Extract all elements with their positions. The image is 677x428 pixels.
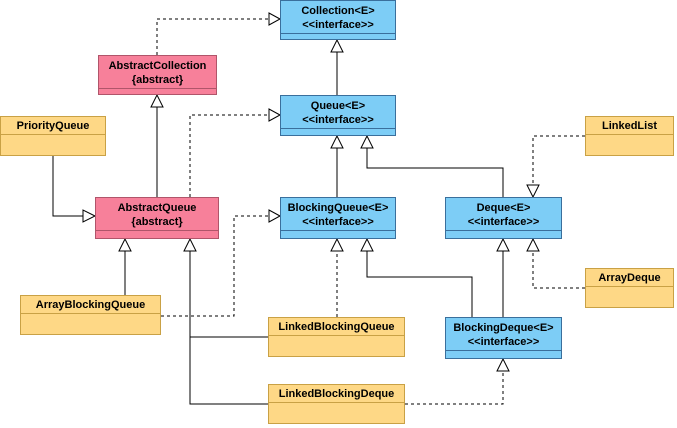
- class-name: BlockingQueue<E>: [287, 202, 389, 214]
- class-name: LinkedBlockingQueue: [278, 321, 395, 333]
- arrowhead-queue-left: [268, 108, 282, 122]
- compartment-divider: [21, 313, 160, 314]
- arrowhead-blockingqueue-bottom-b: [360, 237, 374, 252]
- compartment-divider: [586, 286, 673, 287]
- class-abstract-collection[interactable]: AbstractCollection {abstract}: [98, 55, 217, 95]
- arrowhead-abstractcollection-bottom: [150, 93, 164, 108]
- compartment-divider: [586, 134, 673, 135]
- compartment-divider: [446, 230, 561, 231]
- class-name: LinkedBlockingDeque: [278, 388, 395, 400]
- arrowhead-abstractqueue-left: [82, 209, 97, 223]
- arrowhead-abstractqueue-bottom-b: [183, 237, 197, 252]
- class-blocking-queue[interactable]: BlockingQueue<E> <<interface>>: [280, 197, 396, 239]
- arrowhead-collection-left: [268, 12, 282, 26]
- class-name: ArrayBlockingQueue: [35, 299, 146, 311]
- class-name: ArrayDeque: [598, 272, 661, 284]
- arrowhead-abstractqueue-bottom-a: [118, 237, 132, 252]
- edge-linkedblockingdeque-abstractqueue: [189, 337, 268, 405]
- compartment-divider: [281, 33, 395, 34]
- class-stereotype: <<interface>>: [467, 216, 540, 228]
- compartment-divider: [99, 88, 216, 89]
- compartment-divider: [269, 402, 404, 403]
- edge-abstractqueue-queue: [189, 114, 270, 197]
- edge-abstractcollection-collection: [156, 18, 270, 55]
- class-name: Queue<E>: [310, 100, 366, 112]
- arrowhead-deque-bottom-a: [496, 237, 510, 252]
- class-linked-list[interactable]: LinkedList: [585, 116, 674, 156]
- class-stereotype: {abstract}: [131, 216, 183, 228]
- compartment-divider: [269, 335, 404, 336]
- class-linked-blocking-queue[interactable]: LinkedBlockingQueue: [268, 317, 405, 357]
- compartment-divider: [281, 230, 395, 231]
- class-queue[interactable]: Queue<E> <<interface>>: [280, 95, 396, 136]
- arrowhead-blockingqueue-left: [268, 209, 282, 223]
- compartment-divider: [96, 230, 218, 231]
- class-stereotype: <<interface>>: [467, 336, 540, 348]
- arrowhead-deque-bottom-b: [526, 237, 540, 252]
- class-stereotype: <<interface>>: [302, 114, 374, 126]
- arrowhead-blockingqueue-bottom-a: [330, 237, 344, 252]
- class-stereotype: <<interface>>: [302, 216, 374, 228]
- edge-arrayblockingqueue-blockingqueue: [161, 215, 270, 317]
- class-name: Collection<E>: [301, 5, 375, 17]
- edge-deque-queue: [366, 148, 504, 197]
- class-blocking-deque[interactable]: BlockingDeque<E> <<interface>>: [445, 317, 562, 359]
- class-name: PriorityQueue: [16, 120, 90, 132]
- arrowhead-queue-bottom-a: [330, 134, 344, 149]
- edge-priorityqueue-abstractqueue: [52, 156, 83, 217]
- edge-linkedblockingqueue-abstractqueue: [189, 251, 268, 338]
- class-name: Deque<E>: [476, 202, 531, 214]
- arrowhead-blockingdeque-bottom: [496, 357, 510, 372]
- class-linked-blocking-deque[interactable]: LinkedBlockingDeque: [268, 384, 405, 424]
- class-deque[interactable]: Deque<E> <<interface>>: [445, 197, 562, 239]
- class-collection[interactable]: Collection<E> <<interface>>: [280, 0, 396, 40]
- edge-linkedblockingdeque-blockingdeque: [405, 371, 504, 405]
- class-priority-queue[interactable]: PriorityQueue: [0, 116, 106, 156]
- class-name: LinkedList: [601, 120, 657, 132]
- class-stereotype: <<interface>>: [302, 19, 374, 31]
- class-stereotype: {abstract}: [131, 74, 184, 86]
- compartment-divider: [281, 128, 395, 129]
- edge-blockingdeque-blockingqueue: [366, 251, 473, 317]
- class-name: AbstractCollection: [108, 60, 207, 72]
- arrowhead-queue-bottom-b: [360, 134, 374, 149]
- class-name: BlockingDeque<E>: [453, 322, 554, 334]
- class-array-blocking-queue[interactable]: ArrayBlockingQueue: [20, 295, 161, 335]
- class-array-deque[interactable]: ArrayDeque: [585, 268, 674, 308]
- edge-linkedlist-deque: [532, 135, 585, 185]
- compartment-divider: [1, 134, 105, 135]
- class-abstract-queue[interactable]: AbstractQueue {abstract}: [95, 197, 219, 239]
- arrowhead-deque-top: [526, 184, 540, 199]
- edge-arraydeque-deque: [532, 251, 585, 289]
- arrowhead-collection-bottom: [330, 38, 344, 53]
- class-name: AbstractQueue: [117, 202, 197, 214]
- compartment-divider: [446, 350, 561, 351]
